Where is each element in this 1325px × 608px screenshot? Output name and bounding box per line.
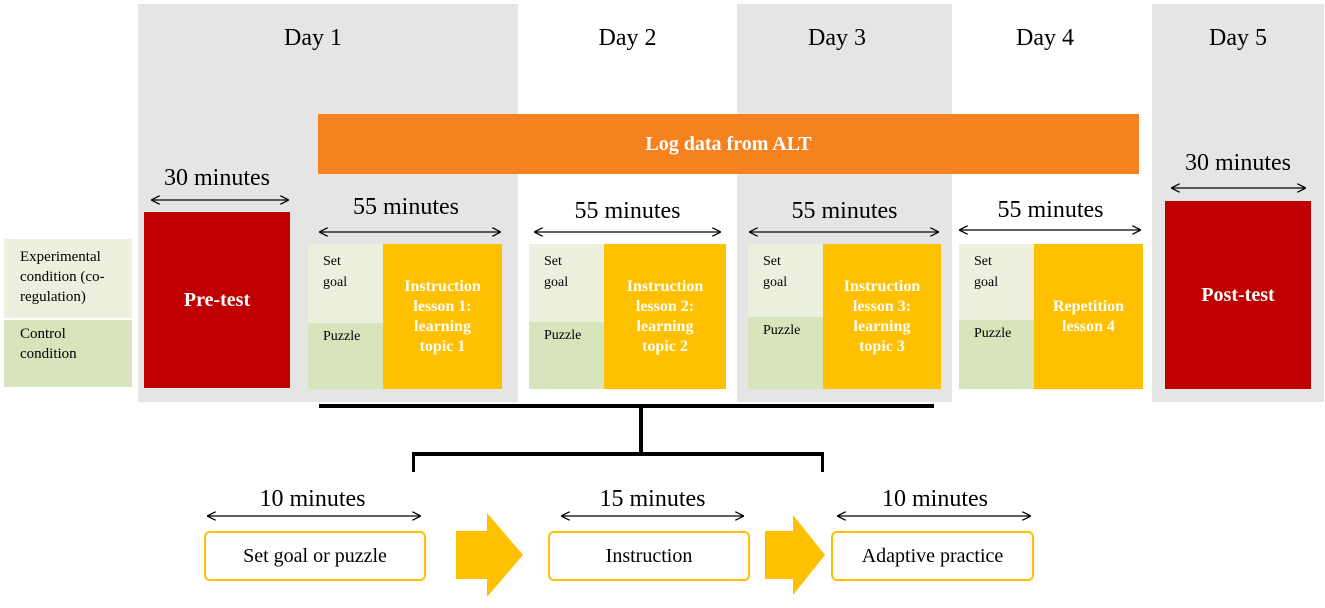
session-2-puzzle: Puzzle bbox=[529, 322, 604, 389]
pretest-duration: 30 minutes bbox=[164, 165, 270, 191]
bracket-left-leg bbox=[412, 452, 415, 472]
session-2-set-goal-line-1: Set bbox=[544, 254, 562, 269]
session-2-lesson: Instruction lesson 2: learning topic 2 bbox=[604, 244, 726, 389]
session-1-set-goal-line-1: Set bbox=[323, 254, 341, 269]
session-4-puzzle: Puzzle bbox=[959, 320, 1034, 389]
day-5-label: Day 5 bbox=[1209, 25, 1267, 51]
session-3-set-goal-line-2: goal bbox=[763, 275, 788, 290]
session-2-lesson-line-4: topic 2 bbox=[642, 337, 688, 355]
flow-arrow-1 bbox=[456, 513, 523, 597]
bracket-bottom-line bbox=[412, 452, 824, 456]
session-2-lesson-line-2: lesson 2: bbox=[635, 297, 695, 315]
legend-experimental-line-2: condition (co- bbox=[20, 269, 105, 285]
session-3-puzzle: Puzzle bbox=[748, 317, 823, 389]
posttest-duration: 30 minutes bbox=[1185, 150, 1291, 176]
day-2-label: Day 2 bbox=[598, 25, 657, 51]
session-1-lesson-line-2: lesson 1: bbox=[413, 297, 472, 315]
legend-control-line-1: Control bbox=[20, 326, 66, 342]
legend-experimental-line-3: regulation) bbox=[20, 289, 86, 305]
session-1-set-goal: Set goal bbox=[308, 244, 383, 323]
legend-control-line-2: condition bbox=[20, 346, 77, 362]
day-1-label: Day 1 bbox=[284, 25, 342, 51]
session-1-lesson-line-3: learning bbox=[414, 317, 471, 335]
flow-2-duration: 15 minutes bbox=[599, 486, 706, 512]
session-1-puzzle: Puzzle bbox=[308, 323, 383, 389]
session-3-duration: 55 minutes bbox=[791, 198, 898, 224]
bracket-stem bbox=[639, 408, 643, 454]
session-3-lesson-line-3: learning bbox=[853, 317, 911, 335]
session-4-lesson: Repetition lesson 4 bbox=[1034, 244, 1143, 389]
session-2-duration: 55 minutes bbox=[574, 198, 681, 224]
flow-arrow-2 bbox=[765, 515, 825, 595]
session-2-set-goal-line-2: goal bbox=[544, 275, 569, 290]
session-3-lesson-line-2: lesson 3: bbox=[852, 297, 912, 315]
session-4-set-goal-line-1: Set bbox=[974, 254, 992, 269]
flow-instruction-box: Instruction bbox=[548, 531, 750, 581]
session-1-lesson: Instruction lesson 1: learning topic 1 bbox=[383, 244, 502, 389]
session-4-duration: 55 minutes bbox=[997, 197, 1104, 223]
session-2-lesson-line-3: learning bbox=[636, 317, 694, 335]
day-3-label: Day 3 bbox=[808, 25, 866, 51]
session-3-lesson-line-4: topic 3 bbox=[859, 337, 905, 355]
flow-1-duration: 10 minutes bbox=[259, 486, 366, 512]
session-3-lesson-line-1: Instruction bbox=[843, 277, 921, 295]
flow-adaptive-practice-box: Adaptive practice bbox=[831, 531, 1034, 581]
session-3-set-goal-line-1: Set bbox=[763, 254, 781, 269]
session-1-lesson-line-4: topic 1 bbox=[419, 337, 466, 355]
flow-set-goal-or-puzzle-box: Set goal or puzzle bbox=[204, 531, 426, 581]
session-3-lesson: Instruction lesson 3: learning topic 3 bbox=[823, 244, 941, 389]
day-4-label: Day 4 bbox=[1016, 25, 1074, 51]
session-4-set-goal: Set goal bbox=[959, 244, 1034, 320]
session-3-set-goal: Set goal bbox=[748, 244, 823, 317]
legend-experimental-line-1: Experimental bbox=[20, 249, 101, 265]
legend-experimental: Experimental condition (co- regulation) bbox=[4, 239, 132, 318]
session-4-lesson-line-1: Repetition bbox=[1052, 297, 1125, 315]
session-1-duration: 55 minutes bbox=[353, 194, 459, 220]
session-1-set-goal-line-2: goal bbox=[323, 275, 348, 290]
session-4-set-goal-line-2: goal bbox=[974, 275, 999, 290]
session-1-lesson-line-1: Instruction bbox=[404, 277, 481, 295]
legend-control: Control condition bbox=[4, 320, 132, 387]
pretest-box: Pre-test bbox=[144, 212, 290, 388]
session-2-set-goal: Set goal bbox=[529, 244, 604, 322]
bracket-top-line bbox=[319, 404, 934, 408]
session-2-lesson-line-1: Instruction bbox=[626, 277, 704, 295]
bracket-right-leg bbox=[821, 452, 824, 472]
log-data-bar: Log data from ALT bbox=[318, 114, 1139, 174]
session-4-lesson-line-2: lesson 4 bbox=[1062, 317, 1115, 335]
posttest-box: Post-test bbox=[1165, 201, 1311, 389]
flow-3-duration: 10 minutes bbox=[882, 486, 988, 512]
